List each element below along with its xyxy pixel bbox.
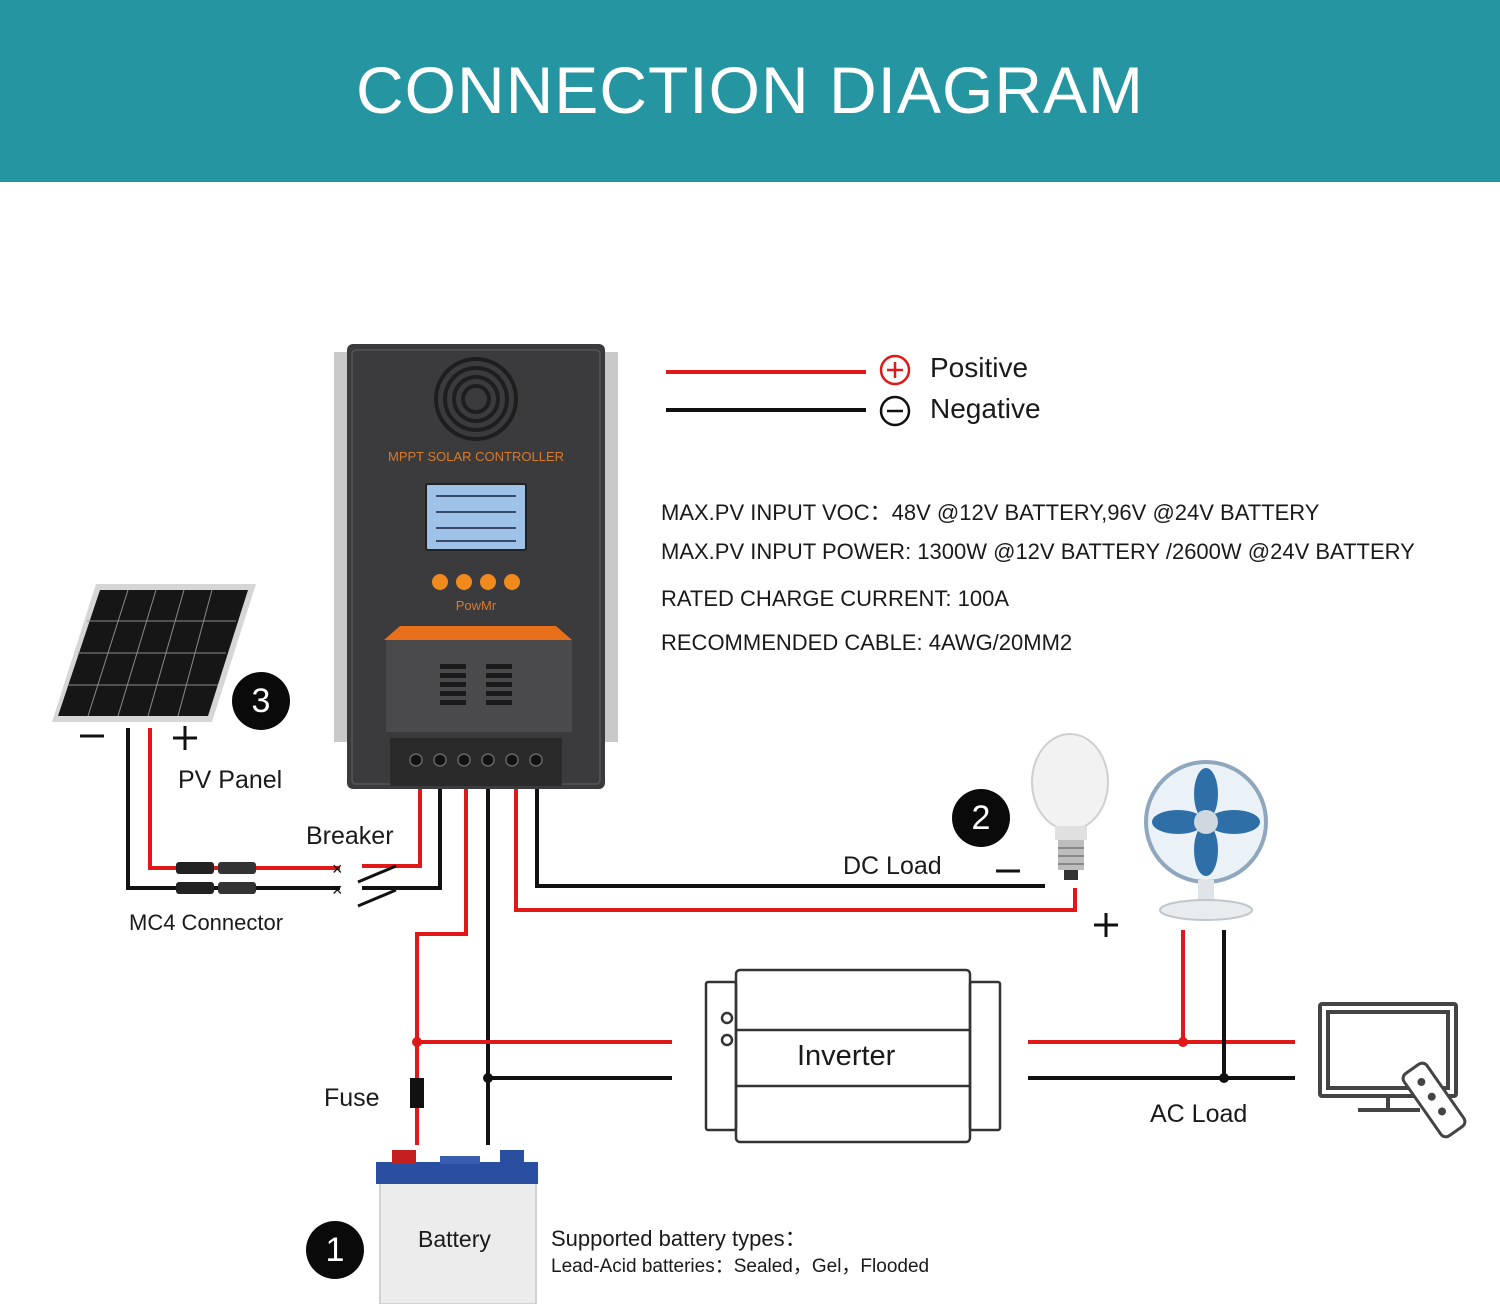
mc4-connector-icon xyxy=(176,862,256,894)
junction-dot xyxy=(483,1073,493,1083)
junction-dot xyxy=(1178,1037,1188,1047)
dc-load-label: DC Load xyxy=(843,852,942,880)
controller-buttons xyxy=(432,574,520,590)
controller-button xyxy=(504,574,520,590)
fan-vent-icon xyxy=(434,357,518,441)
fuse-icon xyxy=(410,1078,424,1108)
badge-dc-load: 2 xyxy=(952,789,1010,847)
breaker-switch: × × xyxy=(332,859,397,908)
pv-positive-wire xyxy=(148,728,340,870)
battery-types-title: Supported battery types： xyxy=(551,1226,807,1251)
spec-cable: RECOMMENDED CABLE: 4AWG/20MM2 xyxy=(661,630,1073,655)
junction-dot xyxy=(412,1037,422,1047)
spec-charge-current: RATED CHARGE CURRENT: 100A xyxy=(661,586,1009,611)
spec-max-power: MAX.PV INPUT POWER: 1300W @12V BATTERY /… xyxy=(661,539,1415,564)
spec-max-voc: MAX.PV INPUT VOC：48V @12V BATTERY,96V @2… xyxy=(661,500,1320,525)
desk-fan-icon xyxy=(1144,760,1268,921)
legend-negative-label: Negative xyxy=(930,393,1041,424)
pv-negative-wire xyxy=(126,728,340,890)
legend-positive-label: Positive xyxy=(930,352,1029,383)
controller-button xyxy=(432,574,448,590)
header-banner: CONNECTION DIAGRAM xyxy=(0,0,1500,182)
dc-load-polarity-icons xyxy=(996,869,1118,937)
dc-load-positive-wire xyxy=(514,788,1077,912)
pv-panel-label: PV Panel xyxy=(178,766,283,794)
positive-icon xyxy=(879,354,911,386)
badge-pv-panel: 3 xyxy=(232,672,290,730)
svg-text:×: × xyxy=(332,859,343,879)
svg-text:×: × xyxy=(332,880,343,900)
terminal-screws xyxy=(409,753,543,767)
controller-label: MPPT SOLAR CONTROLLER xyxy=(388,449,564,464)
breaker-label: Breaker xyxy=(306,822,394,850)
pv-polarity-icons xyxy=(80,726,197,750)
page-title: CONNECTION DIAGRAM xyxy=(355,53,1145,127)
mppt-controller xyxy=(334,344,618,789)
controller-button xyxy=(480,574,496,590)
controller-button xyxy=(456,574,472,590)
battery-icon xyxy=(376,1150,538,1304)
light-bulb-icon xyxy=(1031,733,1109,880)
breaker-positive-wire xyxy=(362,788,422,868)
controller-brand: PowMr xyxy=(456,598,497,613)
battery-label: Battery xyxy=(418,1226,491,1252)
battery-types-list: Lead-Acid batteries：Sealed，Gel，Flooded xyxy=(551,1256,930,1277)
mc4-connector-label: MC4 Connector xyxy=(129,910,284,935)
inverter-icon xyxy=(704,968,1002,1144)
inverter-label: Inverter xyxy=(797,1040,896,1072)
solar-panel-icon xyxy=(52,584,256,722)
ac-load-label: AC Load xyxy=(1150,1100,1248,1128)
breaker-negative-wire xyxy=(362,788,442,890)
fuse-label: Fuse xyxy=(324,1084,380,1112)
negative-icon xyxy=(879,395,911,427)
badge-battery: 1 xyxy=(306,1221,364,1279)
junction-dot xyxy=(1219,1073,1229,1083)
dc-load-negative-wire xyxy=(535,788,1045,888)
remote-control-icon xyxy=(1401,1061,1467,1139)
